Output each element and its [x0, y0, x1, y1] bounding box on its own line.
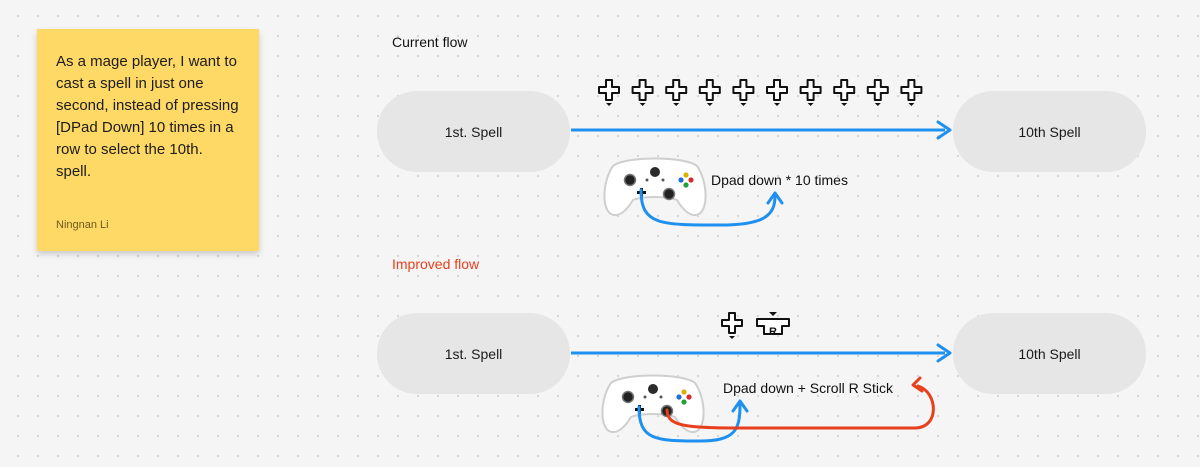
dpad-down-icon — [665, 79, 688, 107]
right-stick-label: R — [769, 326, 777, 338]
improved-dpad-loop-arrowhead — [731, 399, 749, 413]
current-dpad-loop-arrowhead — [766, 191, 784, 205]
xbox-controller-icon — [603, 157, 707, 217]
improved-end-spell-node[interactable]: 10th Spell — [953, 313, 1146, 394]
improved-stick-loop-arrowhead — [911, 376, 924, 393]
improved-flow-title: Improved flow — [392, 256, 480, 272]
improved-flow-arrowhead — [936, 343, 952, 363]
dpad-down-icon — [732, 79, 755, 107]
dpad-down-icon — [631, 79, 654, 107]
sticky-note[interactable]: As a mage player, I want to cast a spell… — [37, 29, 259, 251]
dpad-down-icon — [698, 79, 721, 107]
current-start-spell-label: 1st. Spell — [444, 123, 503, 140]
current-dpad-loop-arrow — [639, 188, 777, 227]
current-end-spell-node[interactable]: 10th Spell — [953, 91, 1146, 172]
improved-dpad-loop-arrow — [637, 403, 742, 443]
improved-start-spell-node[interactable]: 1st. Spell — [377, 313, 570, 394]
dpad-down-icon — [766, 79, 788, 107]
improved-end-spell-label: 10th Spell — [1018, 345, 1081, 362]
dpad-down-icon — [866, 79, 889, 107]
sticky-note-author: Ningnan Li — [56, 219, 109, 231]
current-flow-caption: Dpad down * 10 times — [711, 172, 848, 188]
right-stick-scroll-icon: R — [756, 312, 790, 338]
dpad-icon-row — [598, 79, 923, 107]
dpad-down-icon — [833, 79, 856, 107]
current-end-spell-label: 10th Spell — [1018, 123, 1081, 140]
current-flow-title: Current flow — [392, 34, 468, 50]
current-start-spell-node[interactable]: 1st. Spell — [377, 91, 570, 172]
dpad-down-icon — [799, 79, 822, 107]
improved-start-spell-label: 1st. Spell — [444, 345, 503, 362]
dpad-down-icon — [598, 79, 620, 107]
dpad-down-icon — [721, 312, 743, 340]
sticky-note-text: As a mage player, I want to cast a spell… — [56, 53, 239, 180]
current-flow-arrowhead — [936, 120, 952, 140]
improved-flow-caption: Dpad down + Scroll R Stick — [723, 380, 894, 396]
improved-stick-loop-arrow — [665, 384, 935, 430]
dpad-down-icon — [900, 79, 923, 107]
xbox-controller-icon-improved — [601, 374, 705, 434]
